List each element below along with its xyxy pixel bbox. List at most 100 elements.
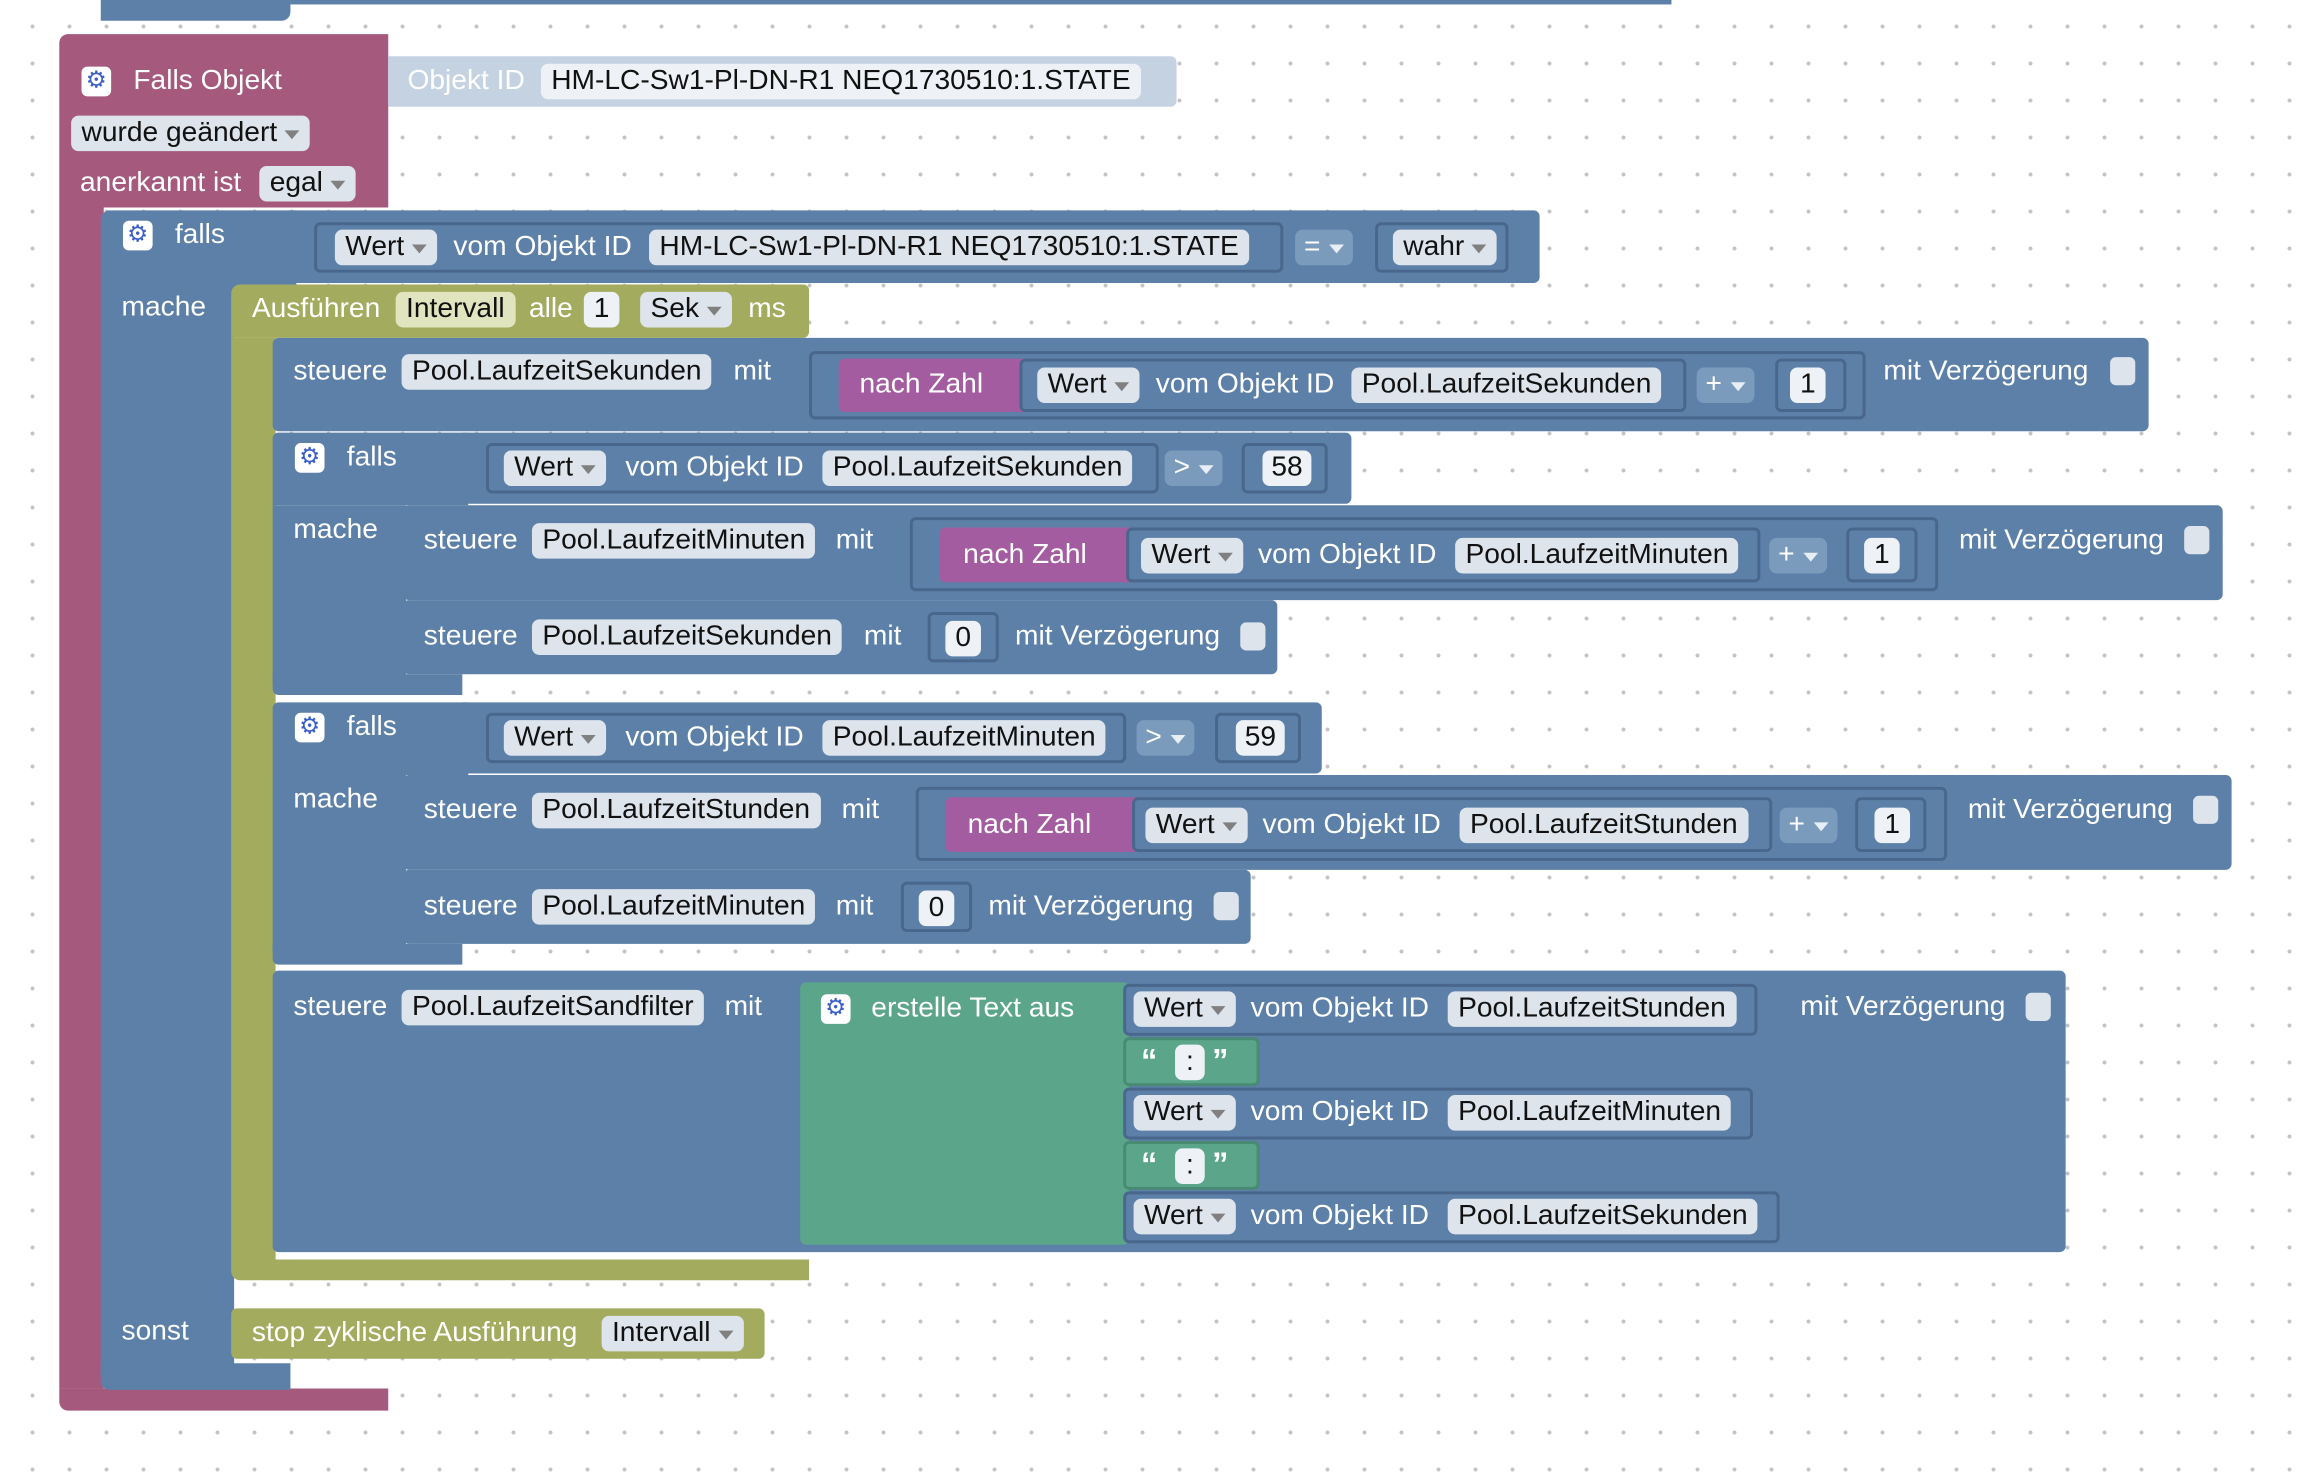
text-field[interactable]: :: [1175, 1044, 1205, 1081]
object-field[interactable]: Pool.LaufzeitSandfilter: [401, 989, 705, 1026]
number-field[interactable]: 0: [918, 890, 955, 927]
text-field[interactable]: :: [1175, 1148, 1205, 1184]
mit-verzoegerung-label: mit Verzögerung: [1967, 794, 2173, 826]
wert-dropdown[interactable]: Wert: [1133, 1198, 1236, 1235]
wert-dropdown[interactable]: Wert: [1133, 1095, 1236, 1131]
ausfuehren-label: Ausführen: [251, 293, 381, 325]
open-quote-icon: “: [1140, 1041, 1158, 1079]
gt-operator-dropdown[interactable]: >: [1164, 450, 1223, 487]
object-field[interactable]: Pool.LaufzeitSekunden: [1351, 367, 1662, 404]
steuere-label: steuere: [423, 794, 518, 826]
text-join-label: erstelle Text aus: [871, 992, 1075, 1024]
nach-zahl-label: nach Zahl: [963, 539, 1087, 571]
if-else-spine: [100, 287, 235, 1376]
vom-objekt-label: vom Objekt ID: [1250, 1096, 1430, 1128]
object-field[interactable]: Pool.LaufzeitSekunden: [531, 619, 843, 655]
wert-dropdown[interactable]: Wert: [334, 229, 437, 266]
objekt-id-field[interactable]: HM-LC-Sw1-Pl-DN-R1 NEQ1730510:1.STATE: [649, 229, 1250, 266]
wert-dropdown[interactable]: Wert: [1133, 991, 1236, 1027]
gear-icon[interactable]: ⚙: [294, 443, 325, 473]
plus-operator-dropdown[interactable]: +: [1696, 367, 1755, 404]
trigger-title: Falls Objekt: [133, 65, 283, 97]
number-field[interactable]: 0: [945, 620, 981, 657]
object-field[interactable]: Pool.LaufzeitSekunden: [822, 450, 1133, 487]
delay-checkbox[interactable]: [1213, 892, 1239, 921]
delay-checkbox[interactable]: [2025, 992, 2051, 1021]
object-field[interactable]: Pool.LaufzeitStunden: [531, 792, 821, 829]
gear-icon[interactable]: ⚙: [294, 712, 325, 743]
objekt-id-field[interactable]: HM-LC-Sw1-Pl-DN-R1 NEQ1730510:1.STATE: [540, 63, 1142, 100]
object-field[interactable]: Pool.LaufzeitMinuten: [531, 889, 816, 925]
trigger-footer: [59, 1388, 389, 1411]
delay-checkbox[interactable]: [2184, 526, 2210, 555]
object-field[interactable]: Pool.LaufzeitSekunden: [1447, 1198, 1759, 1235]
mit-verzoegerung-label: mit Verzögerung: [1015, 620, 1221, 652]
else-label: sonst: [121, 1315, 189, 1347]
nach-zahl-block[interactable]: [939, 527, 1141, 583]
vom-objekt-label: vom Objekt ID: [1250, 1200, 1430, 1232]
mit-verzoegerung-label: mit Verzögerung: [1883, 355, 2089, 387]
if-block-seconds-footer: [272, 674, 463, 695]
nach-zahl-block[interactable]: [945, 797, 1147, 853]
stop-label: stop zyklische Ausführung: [251, 1317, 578, 1349]
bool-dropdown[interactable]: wahr: [1392, 229, 1497, 266]
wert-dropdown[interactable]: Wert: [1140, 537, 1243, 574]
mit-label: mit: [835, 890, 874, 922]
number-field[interactable]: 59: [1235, 720, 1285, 756]
close-quote-icon: ”: [1212, 1041, 1229, 1079]
delay-checkbox[interactable]: [2110, 357, 2136, 386]
trigger-change-dropdown[interactable]: wurde geändert: [71, 115, 310, 152]
wert-dropdown[interactable]: Wert: [1037, 367, 1140, 404]
previous-block-bar: [290, 0, 1672, 5]
gear-icon[interactable]: ⚙: [81, 66, 112, 97]
mit-verzoegerung-label: mit Verzögerung: [988, 890, 1194, 922]
wert-dropdown[interactable]: Wert: [503, 450, 606, 487]
number-field[interactable]: 1: [1864, 537, 1900, 574]
interval-footer: [231, 1259, 810, 1281]
interval-unit-dropdown[interactable]: Sek: [640, 291, 732, 328]
object-field[interactable]: Pool.LaufzeitMinuten: [1455, 537, 1739, 574]
ms-label: ms: [748, 293, 786, 325]
number-field[interactable]: 1: [1790, 367, 1826, 404]
object-field[interactable]: Pool.LaufzeitMinuten: [1447, 1095, 1732, 1131]
stop-interval-dropdown[interactable]: Intervall: [601, 1315, 744, 1352]
mit-verzoegerung-label: mit Verzögerung: [1800, 991, 2006, 1023]
vom-objekt-label: vom Objekt ID: [1262, 809, 1441, 841]
number-field[interactable]: 58: [1262, 450, 1312, 487]
if-label: falls: [174, 219, 225, 251]
do-label: mache: [293, 514, 378, 546]
steuere-label: steuere: [423, 890, 518, 922]
text-join-block[interactable]: [800, 982, 1130, 1245]
mit-verzoegerung-label: mit Verzögerung: [1958, 524, 2164, 556]
object-field[interactable]: Pool.LaufzeitMinuten: [531, 523, 816, 559]
interval-name-field[interactable]: Intervall: [395, 291, 515, 328]
interval-value-field[interactable]: 1: [583, 291, 620, 328]
steuere-label: steuere: [293, 991, 388, 1023]
ack-dropdown[interactable]: egal: [259, 165, 356, 202]
open-quote-icon: “: [1140, 1145, 1158, 1183]
delay-checkbox[interactable]: [1240, 622, 1266, 651]
delay-checkbox[interactable]: [2193, 795, 2219, 824]
object-field[interactable]: Pool.LaufzeitSekunden: [401, 354, 712, 390]
vom-objekt-label: vom Objekt ID: [1155, 368, 1335, 401]
number-block[interactable]: [1855, 797, 1927, 853]
gear-icon[interactable]: ⚙: [820, 994, 851, 1024]
previous-block-stub[interactable]: [100, 0, 291, 21]
gt-operator-dropdown[interactable]: >: [1136, 720, 1195, 756]
plus-operator-dropdown[interactable]: +: [1769, 537, 1828, 574]
trigger-spine: [59, 207, 104, 1389]
object-field[interactable]: Pool.LaufzeitStunden: [1447, 991, 1737, 1027]
gear-icon[interactable]: ⚙: [122, 220, 153, 251]
object-field[interactable]: Pool.LaufzeitMinuten: [822, 720, 1107, 756]
mit-label: mit: [863, 620, 902, 652]
nach-zahl-block[interactable]: [838, 358, 1035, 412]
if-label: falls: [346, 711, 397, 743]
close-quote-icon: ”: [1212, 1145, 1229, 1183]
object-field[interactable]: Pool.LaufzeitStunden: [1459, 807, 1748, 844]
wert-dropdown[interactable]: Wert: [1145, 807, 1248, 844]
plus-operator-dropdown[interactable]: +: [1779, 807, 1838, 844]
number-field[interactable]: 1: [1874, 807, 1911, 844]
eq-operator-dropdown[interactable]: =: [1295, 229, 1354, 266]
wert-dropdown[interactable]: Wert: [503, 720, 606, 756]
